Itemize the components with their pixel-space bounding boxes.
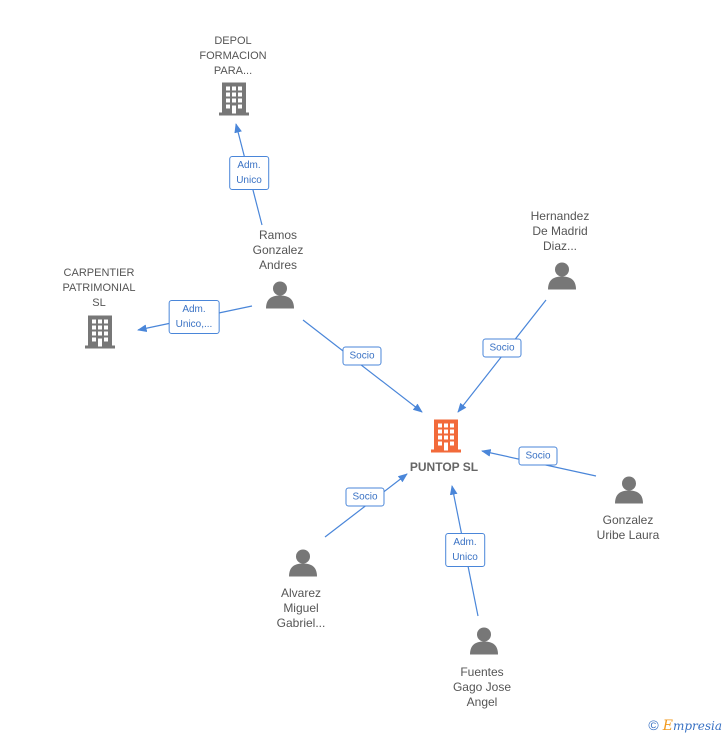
relation-fuentes-puntop-label: Adm. Unico <box>445 533 485 567</box>
relation-alvarez-puntop-label: Socio <box>345 487 385 507</box>
person-alvarez-label[interactable]: Alvarez Miguel Gabriel... <box>276 586 326 630</box>
brand-name: mpresia <box>672 719 722 733</box>
person-hernandez-label[interactable]: Hernandez De Madrid Diaz... <box>530 209 590 253</box>
relation-hernandez-puntop-label: Socio <box>482 338 522 358</box>
person-ramos-label[interactable]: Ramos Gonzalez Andres <box>252 228 304 272</box>
relation-ramos-carpentier-label: Adm. Unico,... <box>168 300 220 334</box>
person-fuentes-label[interactable]: Fuentes Gago Jose Angel <box>452 665 512 709</box>
company-depol-label[interactable]: DEPOL FORMACION PARA... <box>199 35 267 77</box>
relation-gonzalez-puntop-label: Socio <box>518 446 558 466</box>
brand-initial: E <box>662 718 673 734</box>
copyright-icon: © <box>648 717 659 733</box>
person-hernandez-icon[interactable] <box>547 261 577 296</box>
company-depol-building-icon[interactable] <box>217 81 251 122</box>
person-alvarez-icon[interactable] <box>288 548 318 583</box>
person-gonzalez-icon[interactable] <box>614 475 644 510</box>
person-fuentes-icon[interactable] <box>469 626 499 661</box>
person-ramos-icon[interactable] <box>265 280 295 315</box>
main-company-label[interactable]: PUNTOP SL <box>409 460 479 474</box>
relation-ramos-depol-label: Adm. Unico <box>229 156 269 190</box>
edge-ramos-puntop <box>302 319 423 413</box>
company-carpentier-building-icon[interactable] <box>83 314 117 355</box>
person-gonzalez-label[interactable]: Gonzalez Uribe Laura <box>596 513 660 542</box>
brand-watermark[interactable]: ©Empresia <box>648 717 722 734</box>
main-company-building-icon[interactable] <box>429 418 463 459</box>
relation-ramos-puntop-label: Socio <box>342 346 382 366</box>
company-carpentier-label[interactable]: CARPENTIER PATRIMONIAL SL <box>62 267 136 309</box>
